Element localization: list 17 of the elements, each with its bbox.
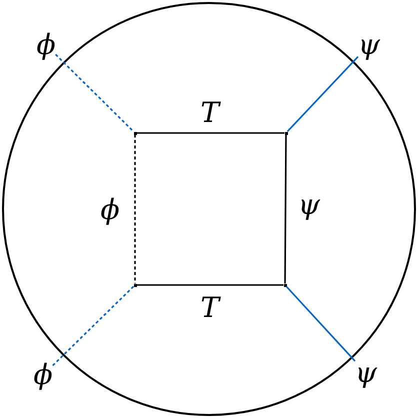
dotted-line: [134, 134, 136, 284]
line: [286, 56, 359, 132]
line: [284, 134, 287, 284]
edge-label: ϕ: [100, 195, 120, 225]
edge-label: T: [200, 293, 220, 323]
symbol-label: ϕ: [36, 30, 56, 60]
edge-label: T: [200, 98, 220, 128]
line: [136, 132, 284, 134]
dotted-line: [52, 286, 134, 366]
symbol-label: ψ: [355, 358, 377, 388]
symbol-label: ϕ: [34, 360, 53, 390]
dotted-line: [55, 54, 134, 132]
line: [136, 284, 284, 286]
circle-boundary: [2, 2, 416, 416]
line: [286, 286, 356, 362]
symbol-label: ψ: [358, 30, 380, 60]
edge-label: ψ: [298, 190, 320, 220]
